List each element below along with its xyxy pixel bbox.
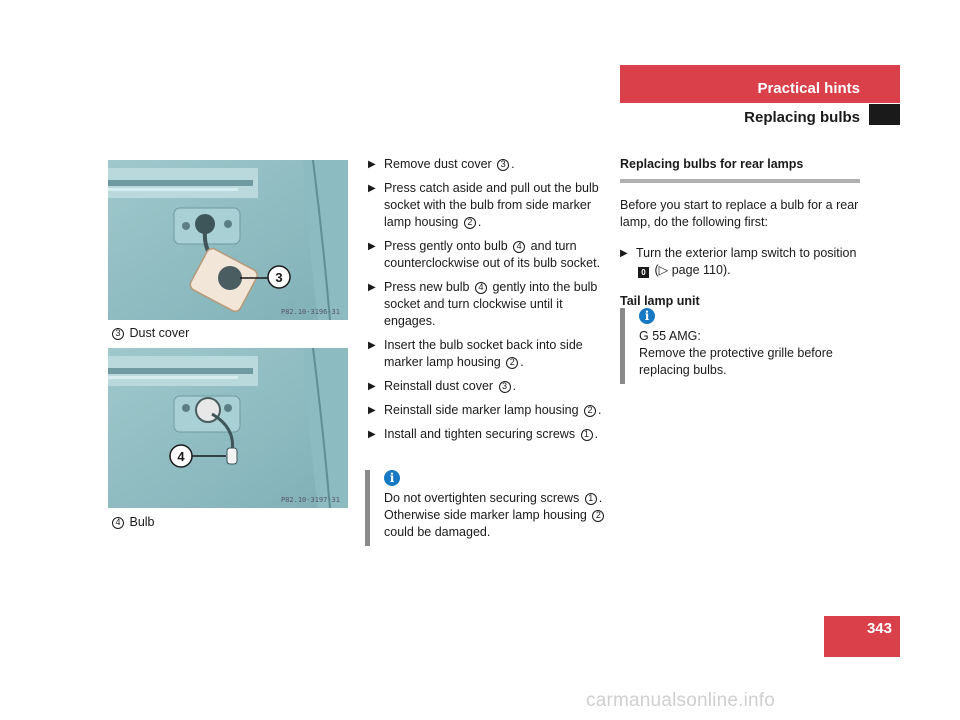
step-5-end: .	[520, 355, 524, 369]
step-arrow-icon: ▶	[368, 282, 376, 293]
figure-2-callout: 4	[177, 449, 185, 464]
step-8-end: .	[594, 427, 599, 441]
step-6-text: Reinstall dust cover	[384, 379, 494, 393]
step-8: ▶ Install and tighten securing screws 1.	[368, 426, 612, 443]
rear-lamps-heading: Replacing bulbs for rear lamps	[620, 156, 860, 183]
caption-1-text: Dust cover	[129, 326, 190, 340]
info-2-line-2: Remove the protective grille before repl…	[639, 346, 833, 377]
figure-2-illustration: 4	[108, 348, 348, 508]
info-2-line-1: G 55 AMG:	[639, 329, 701, 343]
step-8-ref: 1	[580, 428, 593, 441]
step-arrow-icon: ▶	[368, 429, 376, 440]
rear-lamps-intro: Before you start to replace a bulb for a…	[620, 198, 859, 229]
page-number-box	[824, 616, 900, 657]
info-1-text-mid: . Otherwise side marker lamp housing	[384, 491, 603, 522]
section-title: Practical hints	[757, 80, 860, 97]
info-icon: i	[639, 308, 655, 324]
step-3: ▶ Press gently onto bulb 4 and turn coun…	[368, 238, 612, 272]
step-2-ref: 2	[463, 216, 476, 229]
rear-lamps-step: ▶ Turn the exterior lamp switch to posit…	[620, 245, 860, 279]
step-arrow-icon: ▶	[368, 381, 376, 392]
instruction-steps: ▶ Remove dust cover 3. ▶ Press catch asi…	[368, 156, 612, 450]
info-1-text-end: could be damaged.	[384, 525, 491, 539]
page-number: 343	[866, 620, 892, 637]
step-4-ref: 4	[474, 281, 487, 294]
lamp-switch-zero-icon: 0	[638, 267, 649, 278]
step-arrow-icon: ▶	[368, 183, 376, 194]
step-1-ref: 3	[497, 158, 510, 171]
figure-2-code: P82.10-3197-31	[280, 496, 340, 504]
page-reference-link[interactable]: (▷ page 110).	[654, 263, 731, 277]
info-1-ref-2: 2	[592, 509, 605, 522]
rear-lamps-step-text: Turn the exterior lamp switch to positio…	[636, 246, 857, 260]
subsection-title: Replacing bulbs	[744, 109, 860, 126]
info-icon: i	[384, 470, 400, 486]
step-4-text: Press new bulb	[384, 280, 470, 294]
step-4: ▶ Press new bulb 4 gently into the bulb …	[368, 279, 612, 330]
watermark: carmanualsonline.info	[586, 690, 776, 711]
step-2-text: Press catch aside and pull out the bulb …	[384, 181, 599, 229]
step-arrow-icon: ▶	[620, 248, 628, 259]
step-3-ref: 4	[513, 240, 526, 253]
figure-1-caption: 3 Dust cover	[110, 326, 189, 340]
step-arrow-icon: ▶	[368, 340, 376, 351]
step-7: ▶ Reinstall side marker lamp housing 2.	[368, 402, 612, 419]
step-5-text: Insert the bulb socket back into side ma…	[384, 338, 583, 369]
step-7-text: Reinstall side marker lamp housing	[384, 403, 579, 417]
step-7-ref: 2	[584, 404, 597, 417]
step-2: ▶ Press catch aside and pull out the bul…	[368, 180, 612, 231]
caption-1-number: 3	[112, 327, 124, 340]
header-tab-marker	[869, 104, 900, 125]
step-3-text: Press gently onto bulb	[384, 239, 508, 253]
info-1-ref-1: 1	[584, 492, 597, 505]
info-box-amg: i G 55 AMG: Remove the protective grille…	[620, 308, 865, 384]
step-arrow-icon: ▶	[368, 241, 376, 252]
info-box-screws: i Do not overtighten securing screws 1. …	[365, 470, 620, 546]
caption-2-text: Bulb	[129, 515, 155, 529]
figure-dust-cover: 3 P82.10-3196-31	[108, 160, 348, 320]
rear-lamps-section: Replacing bulbs for rear lamps Before yo…	[620, 156, 860, 310]
step-6-ref: 3	[498, 380, 511, 393]
step-5-ref: 2	[506, 356, 519, 369]
step-2-end: .	[477, 215, 482, 229]
step-5: ▶ Insert the bulb socket back into side …	[368, 337, 612, 371]
step-6: ▶ Reinstall dust cover 3.	[368, 378, 612, 395]
step-arrow-icon: ▶	[368, 159, 376, 170]
info-1-text: Do not overtighten securing screws	[384, 491, 580, 505]
step-8-text: Install and tighten securing screws	[384, 427, 576, 441]
figure-2-caption: 4 Bulb	[110, 515, 155, 529]
step-arrow-icon: ▶	[368, 405, 376, 416]
figure-1-code: P82.10-3196-31	[280, 308, 340, 316]
step-7-end: .	[598, 403, 602, 417]
step-1-end: .	[511, 157, 515, 171]
step-1-text: Remove dust cover	[384, 157, 492, 171]
step-4-end: gently into the bulb socket and turn clo…	[384, 280, 598, 328]
step-3-end: and turn counterclockwise out of its bul…	[384, 239, 601, 270]
figure-1-illustration: 3	[108, 160, 348, 320]
figure-1-callout: 3	[275, 270, 282, 285]
figure-bulb: 4 P82.10-3197-31	[108, 348, 348, 508]
step-1: ▶ Remove dust cover 3.	[368, 156, 612, 173]
step-6-end: .	[512, 379, 517, 393]
caption-2-number: 4	[112, 516, 124, 529]
tail-lamp-heading: Tail lamp unit	[620, 294, 700, 308]
header-band	[620, 65, 900, 103]
